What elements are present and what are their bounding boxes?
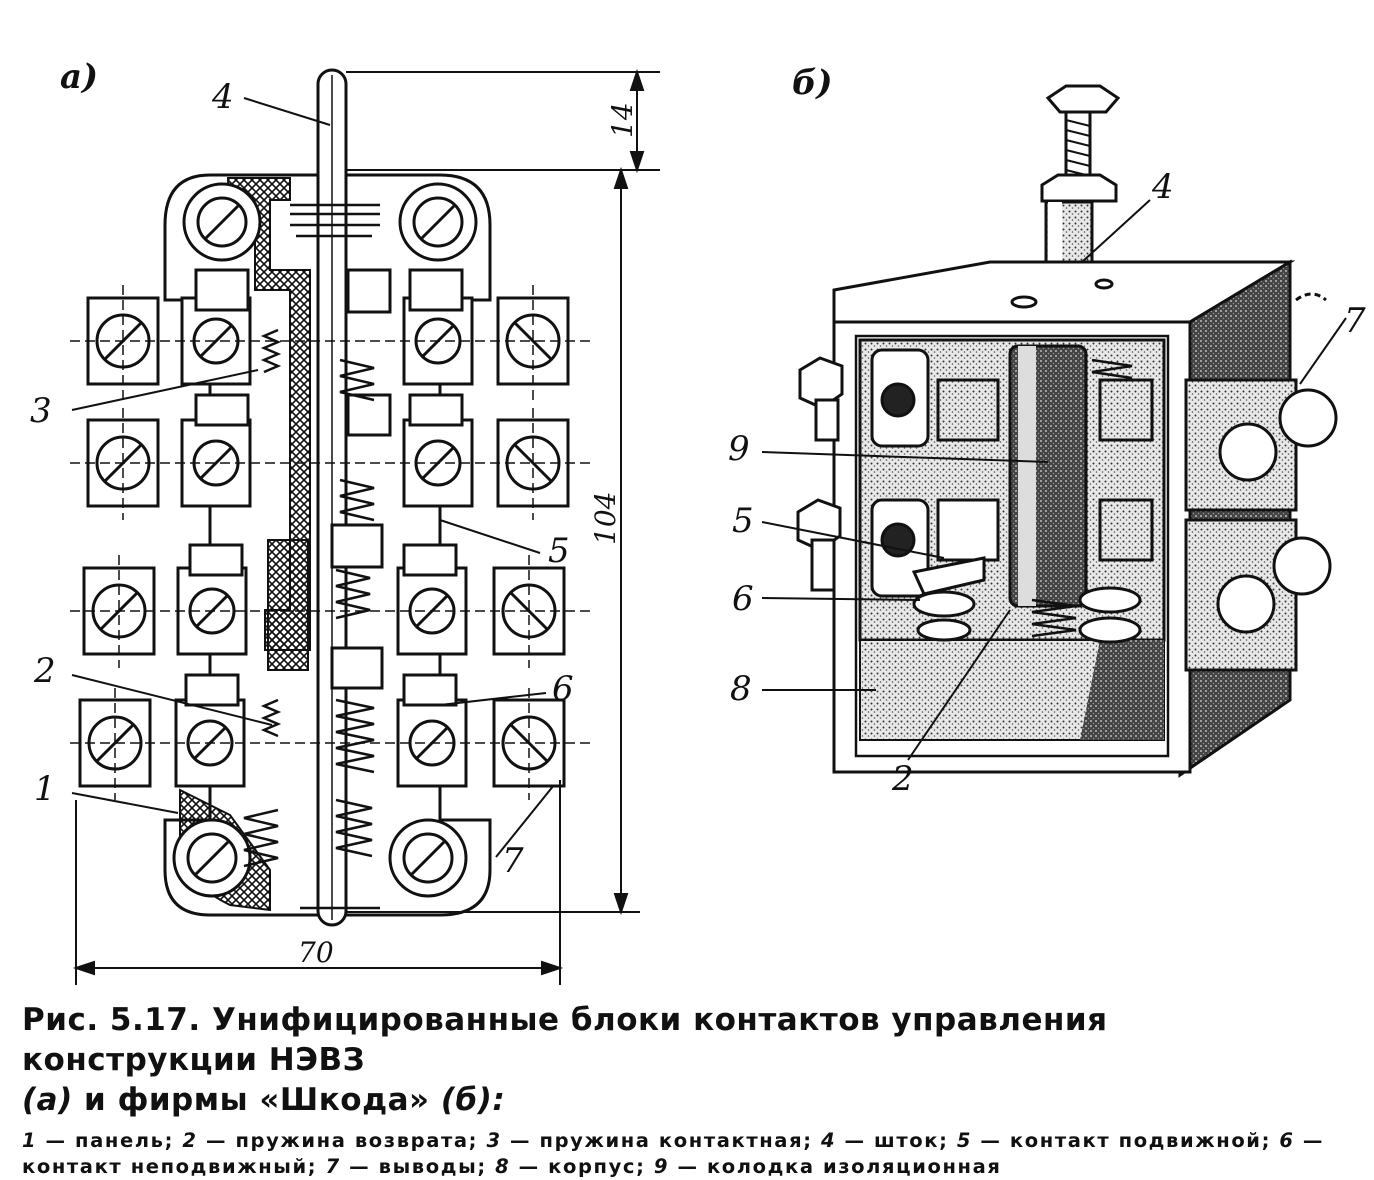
- caption-ref-a: (а): [22, 1082, 73, 1118]
- labels-b: 4 7 9 5 6 8 2: [728, 167, 1366, 799]
- corner-screws: [172, 182, 478, 898]
- panel-a-label: а): [60, 57, 98, 97]
- caption-legend: 1 — панель; 2 — пружина возврата; 3 — пр…: [22, 1128, 1352, 1180]
- label-b-2: 2: [891, 759, 914, 799]
- dim-70: 70: [298, 936, 334, 969]
- legend-num: 7: [325, 1155, 341, 1178]
- legend-text: — контакт подвижной;: [972, 1129, 1280, 1152]
- leaders-b: [761, 199, 1347, 761]
- label-a-5: 5: [548, 531, 570, 571]
- legend-text: — корпус;: [510, 1155, 654, 1178]
- legend-text: — выводы;: [340, 1155, 496, 1178]
- label-a-2: 2: [33, 651, 56, 691]
- label-a-7: 7: [502, 841, 524, 881]
- legend-text: — пружина контактная;: [501, 1129, 821, 1152]
- legend-text: — шток;: [836, 1129, 957, 1152]
- dim-14: 14: [606, 102, 639, 138]
- caption-title-line1: Рис. 5.17. Унифицированные блоки контакт…: [22, 1002, 1108, 1078]
- label-a-3: 3: [30, 391, 52, 431]
- panel-b-label: б): [792, 63, 833, 103]
- legend-num: 5: [956, 1129, 973, 1152]
- legend-text: — панель;: [37, 1129, 183, 1152]
- drawing-b: [761, 84, 1347, 778]
- dim-104: 104: [589, 492, 622, 545]
- technical-drawing: а) 4 3 5 2 6 1 7 14 104 70: [30, 57, 1366, 985]
- legend-text: — пружина возврата;: [197, 1129, 487, 1152]
- label-b-7: 7: [1344, 301, 1366, 341]
- label-b-5: 5: [732, 501, 754, 541]
- label-a-6: 6: [552, 669, 574, 709]
- label-a-1: 1: [34, 769, 56, 809]
- legend-num: 8: [495, 1155, 511, 1178]
- label-b-6: 6: [732, 579, 754, 619]
- drawing-a: [70, 68, 660, 985]
- legend-num: 3: [486, 1129, 502, 1152]
- label-b-9: 9: [728, 429, 750, 469]
- label-a-4: 4: [211, 77, 234, 117]
- caption-title-line2: (а) и фирмы «Шкода» (б):: [22, 1080, 1352, 1120]
- labels-a: 4 3 5 2 6 1 7: [30, 77, 574, 881]
- label-b-4: 4: [1151, 167, 1174, 207]
- legend-num: 2: [182, 1129, 198, 1152]
- caption-ref-b: (б):: [440, 1082, 506, 1118]
- caption-title-mid: и фирмы «Шкода»: [72, 1082, 441, 1118]
- leaders-a: [71, 97, 555, 858]
- dimension-lines: [72, 68, 660, 985]
- label-b-8: 8: [730, 669, 752, 709]
- legend-num: 4: [820, 1129, 837, 1152]
- legend-text: — колодка изоляционная: [669, 1155, 1002, 1178]
- legend-num: 1: [22, 1129, 38, 1152]
- legend-num: 9: [653, 1155, 670, 1178]
- legend-num: 6: [1279, 1129, 1295, 1152]
- figure-caption: Рис. 5.17. Унифицированные блоки контакт…: [22, 1000, 1352, 1180]
